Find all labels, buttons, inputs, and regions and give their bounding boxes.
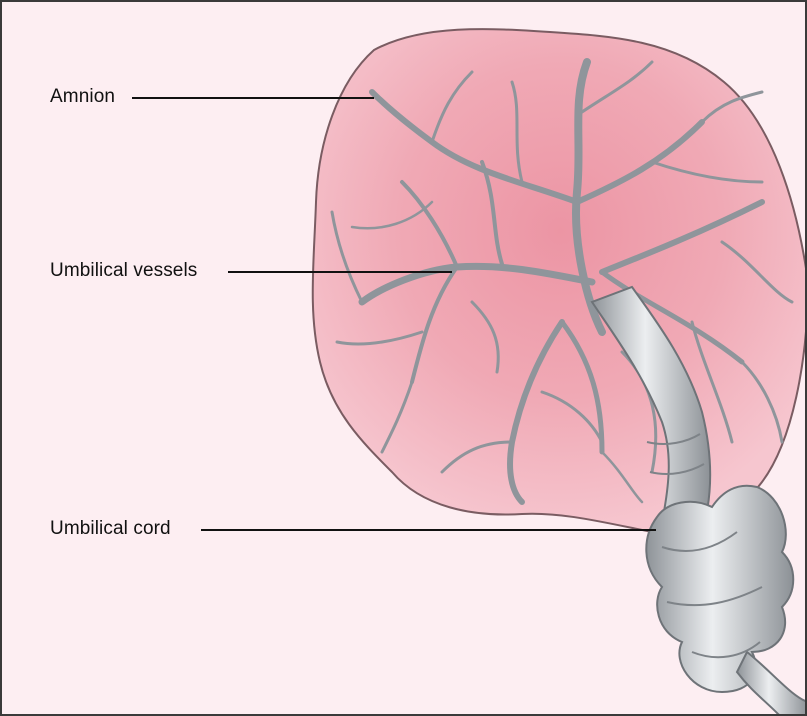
umbilical-cord-label: Umbilical cord bbox=[50, 518, 171, 540]
umbilical-vessels-label: Umbilical vessels bbox=[50, 260, 197, 282]
amnion-label: Amnion bbox=[50, 86, 115, 108]
